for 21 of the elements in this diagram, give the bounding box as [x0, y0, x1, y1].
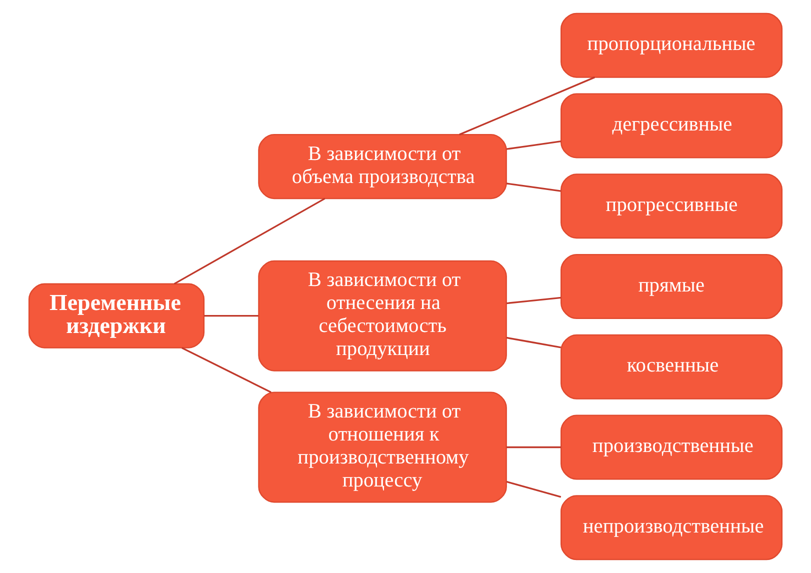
connector [174, 198, 326, 285]
node-box: В зависимости от отнесения на себестоимость продукции [258, 260, 507, 372]
connector [182, 347, 272, 394]
connector [459, 76, 596, 136]
node-box: прямые [560, 254, 783, 320]
connector [506, 480, 562, 498]
connector [506, 296, 561, 304]
node-box: В зависимости от объема производства [258, 134, 507, 200]
connector [506, 140, 562, 150]
node-box: производственные [560, 414, 783, 480]
node-box: В зависимости от отношения к производственному процессу [258, 392, 507, 503]
node-box: дегрессивные [560, 93, 783, 158]
connector [506, 446, 561, 448]
node-box: Переменные издержки [28, 283, 205, 348]
node-box: непроизводственные [560, 495, 783, 560]
connector [204, 315, 258, 317]
node-box: прогрессивные [560, 174, 783, 239]
connector [506, 182, 561, 192]
node-box: пропорциональные [560, 12, 783, 78]
connector [506, 336, 562, 348]
node-box: косвенные [560, 334, 783, 400]
